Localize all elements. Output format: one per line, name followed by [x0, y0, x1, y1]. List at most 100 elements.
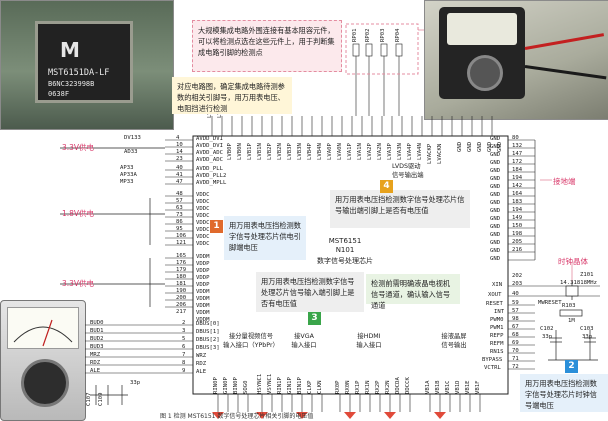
pin-number: 7 — [182, 352, 186, 358]
label-3v3-supply-1: 3.3V供电 — [62, 143, 95, 152]
pin-name: DBUS[1] — [196, 329, 220, 335]
resistor-label: RP02 — [365, 28, 371, 42]
pin-number: 3 — [182, 328, 186, 334]
pin-number: 68 — [512, 332, 519, 338]
pin-name: LVA1P — [347, 143, 353, 160]
pin-number: 72 — [512, 364, 519, 370]
callout-clock: 用万用表电压挡检测数字信号处理芯片时钟信号端电压 — [520, 374, 608, 412]
pin-name: VB1A — [425, 380, 431, 394]
pin-number: 48 — [176, 191, 183, 197]
pin-number: 147 — [512, 151, 523, 157]
pin-number: 142 — [512, 183, 523, 189]
resistor-note: 大规模集成电路外围连接有基本阻容元件，可以将检测点选在这些元件上，用于判断集成电… — [192, 20, 342, 72]
pin-name: GND — [457, 141, 463, 152]
chip-logo: M — [60, 38, 80, 62]
pin-name: RN1S — [490, 349, 504, 355]
resistor-ref: R103 — [562, 303, 576, 309]
pin-name: AVDD_PLL — [196, 166, 223, 172]
analog-multimeter — [0, 300, 86, 421]
meter-display — [447, 13, 517, 45]
top-pin-lines — [211, 116, 493, 136]
step-badge-3: 3 — [308, 312, 321, 325]
pin-number: 165 — [176, 253, 187, 259]
pin-name: VCTRL — [484, 365, 501, 371]
cap-c103-ref: C103 — [580, 326, 594, 332]
chip-marking-2: B6NC323998B — [48, 80, 95, 88]
pin-number: 86 — [176, 219, 183, 225]
pin-number: 150 — [512, 223, 523, 229]
pin-number: 198 — [512, 231, 523, 237]
pin-name: GND — [490, 224, 501, 230]
pin-name: GND — [490, 192, 501, 198]
resistor-value: 1M — [568, 318, 575, 324]
pin-name: DDCDA — [395, 377, 401, 394]
pin-name: AVDD_PLL2 — [196, 173, 227, 179]
pin-name: LVB0N — [237, 143, 243, 160]
pin-name: XIN — [492, 282, 503, 288]
label-1v8-supply: 1.8V供电 — [62, 209, 95, 218]
pin-name: CLKN — [317, 380, 323, 394]
pin-number: 40 — [512, 291, 519, 297]
pin-name: RX1N — [365, 380, 371, 394]
chip-marking-3: 0638F — [48, 90, 70, 98]
pin-number: 67 — [512, 324, 519, 330]
pin-name: GND — [490, 144, 501, 150]
pinout-note: 对应电路图，确定集成电路待测参数的相关引脚号，用万用表电压、电阻挡进行检测 — [172, 77, 292, 114]
chip-part: N101 — [335, 246, 355, 254]
pin-name: RX2P — [375, 380, 381, 394]
pin-number: 10 — [176, 142, 183, 148]
pin-name: RX1P — [355, 380, 361, 394]
input-arrows — [212, 412, 446, 419]
pin-name: GND — [490, 136, 501, 142]
label-ground: 接地端 — [553, 177, 576, 186]
pin-name: CLKP — [307, 380, 313, 394]
pin-name: GND — [490, 152, 501, 158]
pin-number: 6 — [182, 344, 186, 350]
pin-name: LVB4P — [307, 143, 313, 160]
pin-number: 203 — [512, 281, 523, 287]
pin-name: VDDC — [196, 192, 210, 198]
pin-name: VB1F — [475, 380, 481, 394]
pin-name: RIN0P — [213, 377, 219, 394]
pin-name: VDDP — [196, 282, 210, 288]
pin-name: RIN1P — [277, 377, 283, 394]
multimeter-photo — [424, 0, 608, 120]
pin-name: VDDC — [196, 199, 210, 205]
net-name: BUD0 — [90, 320, 104, 326]
pointer-lines — [418, 29, 573, 282]
pin-number: 106 — [176, 233, 187, 239]
pin-name: LVA4P — [407, 143, 413, 160]
pin-name: LVA3P — [387, 143, 393, 160]
pin-number: 183 — [512, 199, 523, 205]
pin-name: RX0P — [335, 380, 341, 394]
pin-number: 121 — [176, 240, 187, 246]
pin-name: GIN0P — [223, 377, 229, 394]
pin-number: 217 — [176, 309, 187, 315]
pin-name: LVA2N — [377, 143, 383, 160]
label-3v3-supply-2: 3.3V供电 — [62, 279, 95, 288]
pin-name: DBUS[3] — [196, 345, 220, 351]
pin-name: LVB3N — [297, 143, 303, 160]
resistor-label: RP04 — [395, 28, 401, 42]
right-pin-lines — [508, 139, 600, 370]
pin-name: AVDD_ADC — [196, 157, 223, 163]
net-name: DV133 — [124, 135, 141, 141]
pin-name: GND — [477, 141, 483, 152]
chip-description: 数字信号处理芯片 — [317, 257, 373, 265]
pin-number: 70 — [512, 348, 519, 354]
pin-name: LVB3P — [287, 143, 293, 160]
pin-name: GND — [490, 232, 501, 238]
supply-rails — [60, 147, 165, 307]
pin-number: 8 — [182, 360, 186, 366]
pin-name: LVA0P — [327, 143, 333, 160]
pin-name: GND — [490, 176, 501, 182]
pin-name: INT — [494, 309, 505, 315]
pin-name: PWM0 — [490, 317, 504, 323]
pin-name: GND — [490, 208, 501, 214]
pin-number: 40 — [176, 165, 183, 171]
left-caps — [90, 385, 128, 405]
crystal-freq: 14.31818MHz — [560, 280, 598, 286]
meter-needle-icon — [13, 319, 73, 347]
net-name: BUD3 — [90, 344, 104, 350]
pin-number: 5 — [182, 336, 186, 342]
